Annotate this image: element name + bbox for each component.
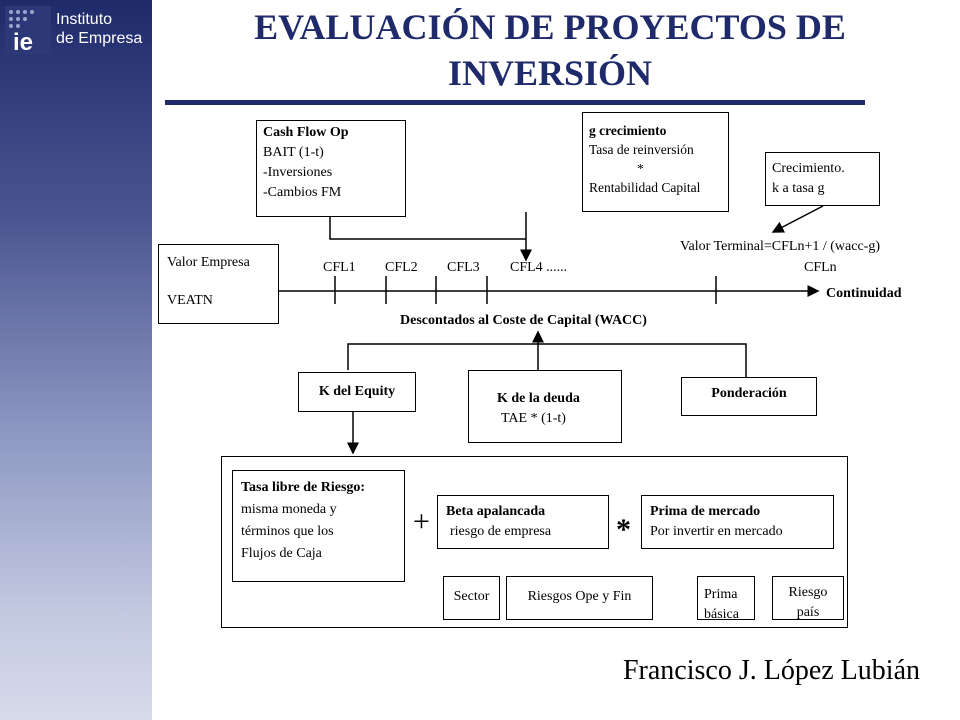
svg-text:ie: ie <box>13 29 33 54</box>
title-underline <box>165 100 865 105</box>
prima-basica-box: Prima básica <box>697 576 755 622</box>
logo-text: Instituto de Empresa <box>56 11 143 47</box>
sector-box: Sector <box>443 576 500 620</box>
beta-box: Beta apalancada riesgo de empresa <box>437 495 609 549</box>
timeline-label-4: CFL4 ...... <box>510 260 568 275</box>
times-sign: * <box>616 513 631 546</box>
timeline-label-3: CFL3 <box>447 260 480 275</box>
logo: ie Instituto de Empresa <box>0 0 152 60</box>
prima-mercado-box: Prima de mercado Por invertir en mercado <box>641 495 834 549</box>
timeline-label-1: CFL1 <box>323 260 356 275</box>
cash-flow-box: Cash Flow Op BAIT (1-t) -Inversiones -Ca… <box>256 120 406 217</box>
continuidad-label: Continuidad <box>826 286 902 301</box>
riesgos-box: Riesgos Ope y Fin <box>506 576 653 620</box>
timeline-label-2: CFL2 <box>385 260 418 275</box>
riesgo-pais-box: Riesgo país <box>772 576 844 620</box>
tasa-libre-box: Tasa libre de Riesgo: misma moneda y tér… <box>232 470 405 582</box>
sidebar-gradient <box>0 0 152 720</box>
valor-empresa-box: Valor Empresa VEATN <box>158 244 279 324</box>
ie-logo-icon: ie <box>5 6 51 54</box>
ponderacion-box: Ponderación <box>681 377 817 416</box>
timeline-label-n: CFLn <box>804 260 837 275</box>
cashflow-connector <box>329 216 526 240</box>
author-name: Francisco J. López Lubián <box>622 655 920 686</box>
crecimiento-arrow <box>771 205 824 233</box>
page-title: EVALUACIÓN DE PROYECTOS DE INVERSIÓN <box>254 7 846 93</box>
k-equity-box: K del Equity <box>298 372 416 412</box>
terminal-value-label: Valor Terminal=CFLn+1 / (wacc-g) <box>680 239 880 254</box>
growth-box: g crecimiento Tasa de reinversión * Rent… <box>582 112 729 212</box>
plus-sign: + <box>413 505 430 538</box>
wacc-label: Descontados al Coste de Capital (WACC) <box>400 313 647 328</box>
wacc-bracket <box>347 343 747 377</box>
crecimiento-box: Crecimiento. k a tasa g <box>765 152 880 206</box>
k-deuda-box: K de la deuda TAE * (1-t) <box>468 370 622 443</box>
